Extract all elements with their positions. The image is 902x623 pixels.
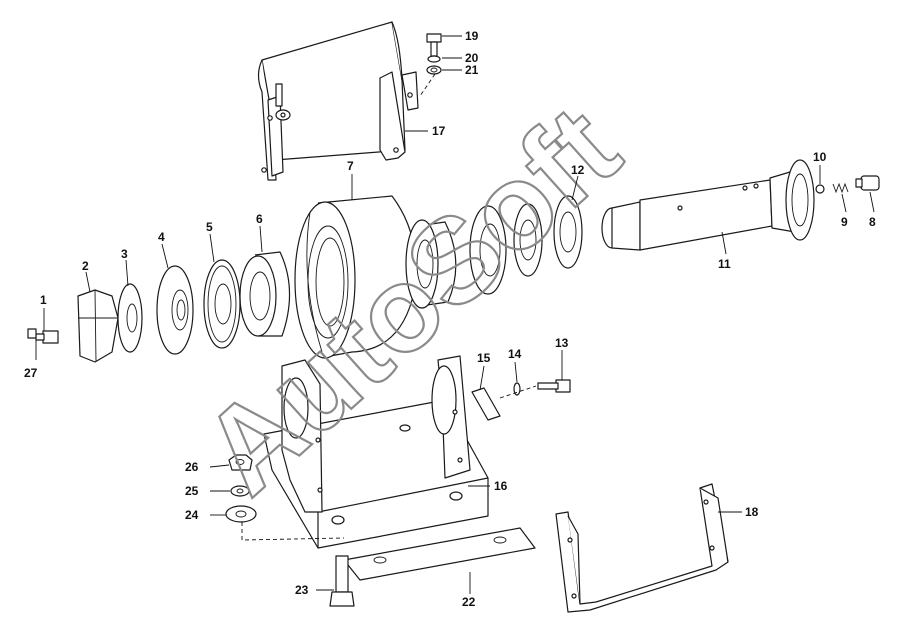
- callout-22: 22: [462, 595, 476, 609]
- part-10-ball: [815, 184, 825, 194]
- callout-17: 17: [432, 124, 446, 138]
- callout-5: 5: [206, 220, 213, 234]
- callout-7: 7: [347, 159, 354, 173]
- part-3-washer: [117, 283, 143, 353]
- part-22-plate: [343, 527, 536, 581]
- part-20-washer: [427, 55, 441, 63]
- callout-labels: 1 2 3 4 5 6 7 8 9 10 11 12 13 14 15 16 1…: [24, 29, 876, 609]
- part-9-spring: [832, 182, 849, 194]
- callout-14: 14: [508, 347, 522, 361]
- callout-8: 8: [869, 215, 876, 229]
- callout-1: 1: [40, 293, 47, 307]
- callout-4: 4: [158, 230, 165, 244]
- part-seal-stack: [405, 195, 583, 309]
- callout-2: 2: [82, 259, 89, 273]
- callout-23: 23: [295, 583, 309, 597]
- part-13-bolt: [537, 379, 571, 393]
- part-19-bolt: [426, 33, 442, 57]
- callout-6: 6: [256, 212, 263, 226]
- part-18-bracket: [555, 483, 729, 613]
- callout-21: 21: [465, 63, 479, 77]
- callout-13: 13: [555, 336, 569, 350]
- callout-18: 18: [745, 505, 759, 519]
- callout-19: 19: [465, 29, 479, 43]
- part-27-cap: [27, 328, 37, 339]
- callout-3: 3: [121, 247, 128, 261]
- part-4-disc: [156, 265, 194, 355]
- part-26-nut: [228, 454, 253, 471]
- part-17-cover: [257, 21, 419, 181]
- leader-lines: [35, 35, 875, 594]
- part-5-seal: [203, 259, 241, 349]
- callout-15: 15: [477, 351, 491, 365]
- part-24-washer: [225, 505, 257, 523]
- callout-20: 20: [465, 51, 479, 65]
- callout-10: 10: [813, 150, 827, 164]
- callout-27: 27: [24, 366, 38, 380]
- part-8-plug: [855, 175, 880, 191]
- part-11-shaft: [601, 159, 815, 251]
- part-23-bolt: [329, 555, 355, 607]
- callout-12: 12: [571, 163, 585, 177]
- part-15-bracket: [471, 387, 501, 421]
- part-21-washer: [426, 65, 442, 75]
- part-7-drum: [294, 195, 417, 359]
- part-16-frame: [263, 355, 489, 549]
- part-25-washer: [230, 485, 250, 497]
- callout-16: 16: [494, 479, 508, 493]
- callout-24: 24: [185, 508, 199, 522]
- callout-11: 11: [718, 257, 731, 271]
- part-1-fitting: [35, 330, 59, 344]
- callout-26: 26: [185, 460, 199, 474]
- callout-25: 25: [185, 484, 199, 498]
- part-2-nut: [77, 289, 119, 363]
- part-6-bearing: [239, 251, 291, 337]
- part-14-washer: [513, 382, 521, 396]
- callout-9: 9: [841, 215, 848, 229]
